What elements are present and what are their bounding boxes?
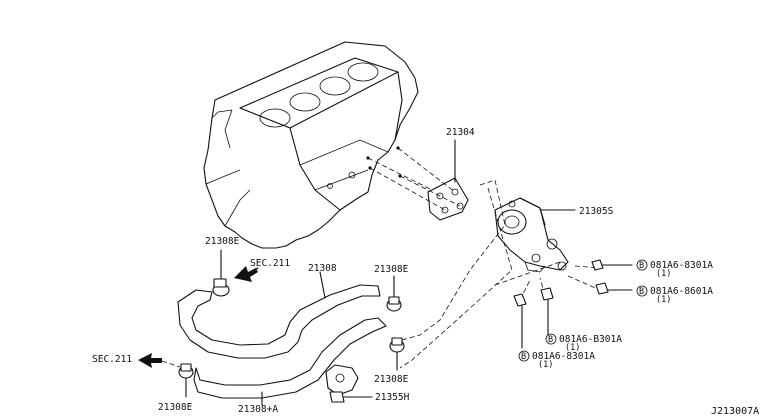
oil-cooler-21305s xyxy=(494,197,576,273)
bolt-quantity: (1) xyxy=(656,269,671,279)
bolt-part-number: 081A6-B301A xyxy=(559,334,622,345)
part-number-label: 21308E xyxy=(374,374,409,385)
svg-text:B: B xyxy=(548,335,553,345)
cylinder-bore xyxy=(259,108,291,128)
part-number-label: 21308E xyxy=(205,236,240,247)
sec-arrow-icon xyxy=(234,266,259,282)
hose-21308 xyxy=(177,271,381,359)
bolt xyxy=(595,282,633,295)
part-number-label: 21308E xyxy=(374,264,409,275)
bolt-symbol: B xyxy=(545,333,557,345)
part-number-label: 21355H xyxy=(375,392,410,403)
clamp-21308e xyxy=(212,249,230,297)
part-number-label: 21308E xyxy=(158,402,193,413)
bolt-part-number: 081A6-8301A xyxy=(532,351,595,362)
bolt-quantity: (1) xyxy=(538,360,553,370)
svg-text:B: B xyxy=(639,261,644,271)
bolt-symbol: B xyxy=(518,350,530,362)
section-reference-label: SEC.211 xyxy=(92,354,132,365)
bolt-symbol: B xyxy=(636,259,648,271)
diagram-id: J213007A xyxy=(711,406,759,417)
bolt-part-number: 081A6-8301A xyxy=(650,260,713,271)
bolt-symbol: B xyxy=(636,285,648,297)
cylinder-bore xyxy=(289,92,321,112)
bolt xyxy=(513,293,527,349)
cylinder-bore xyxy=(319,76,351,96)
section-reference-label: SEC.211 xyxy=(250,258,290,269)
gasket-21304 xyxy=(427,139,469,221)
svg-text:B: B xyxy=(639,287,644,297)
bolt-part-number: 081A6-8601A xyxy=(650,286,713,297)
mounting-studs xyxy=(366,146,461,211)
engine-block xyxy=(203,41,419,249)
part-number-label: 21308+A xyxy=(238,404,278,415)
bracket-21355h xyxy=(325,364,373,403)
svg-text:B: B xyxy=(521,352,526,362)
hose-21308a xyxy=(193,317,387,406)
clamp-21308e xyxy=(389,337,405,371)
sec-arrow-icon xyxy=(138,353,181,368)
part-number-label: 21304 xyxy=(446,127,475,138)
bolt xyxy=(540,287,554,336)
bolt-quantity: (1) xyxy=(656,295,671,305)
cylinder-bore xyxy=(347,62,379,82)
bolt xyxy=(591,259,633,271)
part-number-label: 21305S xyxy=(579,206,614,217)
bolt-quantity: (1) xyxy=(565,343,580,353)
clamp-21308e xyxy=(386,275,402,312)
clamp-21308e xyxy=(178,363,194,398)
part-number-label: 21308 xyxy=(308,263,337,274)
